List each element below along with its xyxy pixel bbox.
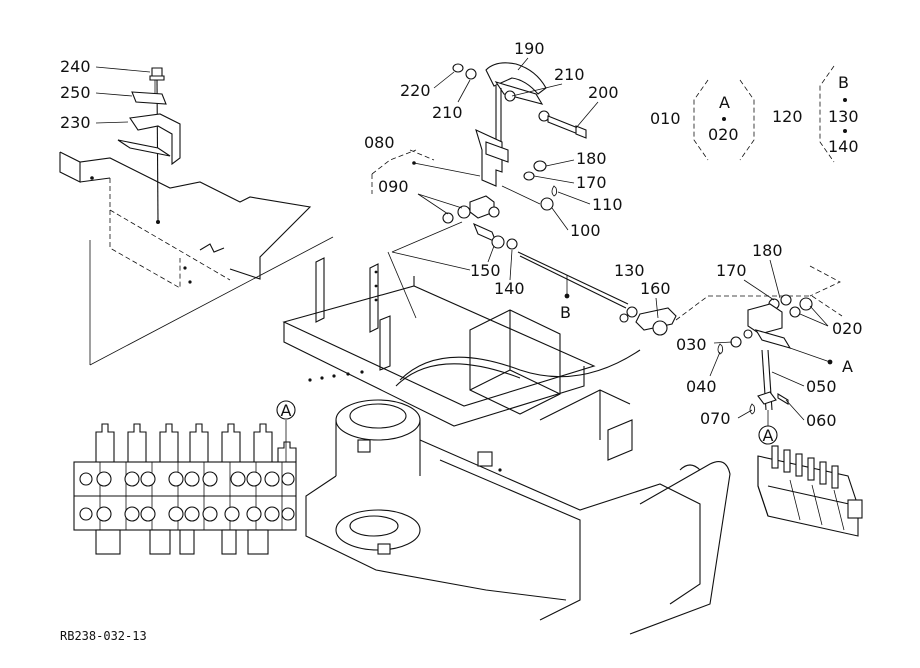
label-030: 030	[676, 335, 707, 354]
label-110: 110	[592, 195, 623, 214]
label-170a: 170	[576, 173, 607, 192]
label-130: 130	[614, 261, 645, 280]
callout-right-item-top: 130	[828, 107, 859, 126]
label-200: 200	[588, 83, 619, 102]
marker-b: B	[560, 303, 571, 322]
label-180b: 180	[752, 241, 783, 260]
callout-left: 010 A 020	[650, 79, 755, 161]
main-chassis-frame	[282, 251, 731, 635]
label-140: 140	[494, 279, 525, 298]
callout-left-letter: A	[719, 93, 730, 112]
upper-left-bracket-assembly	[59, 67, 334, 366]
label-210b: 210	[554, 65, 585, 84]
label-160: 160	[640, 279, 671, 298]
label-150: 150	[470, 261, 501, 280]
circle-marker-left: A	[276, 400, 296, 420]
control-valve-block	[757, 445, 863, 537]
callout-left-item: 020	[708, 125, 739, 144]
label-180a: 180	[576, 149, 607, 168]
svg-text:A: A	[281, 401, 292, 420]
label-100: 100	[570, 221, 601, 240]
label-220: 220	[400, 81, 431, 100]
upper-lever-assembly	[371, 62, 677, 336]
label-210a: 210	[432, 103, 463, 122]
circle-marker-right: A	[758, 425, 778, 445]
lower-left-valve-view	[73, 420, 297, 555]
callout-right-letter: B	[838, 73, 849, 92]
label-020b: 020	[832, 319, 863, 338]
callout-right: 120 B 130 140	[772, 65, 859, 163]
label-090: 090	[378, 177, 409, 196]
label-170b: 170	[716, 261, 747, 280]
callout-right-item-bottom: 140	[828, 137, 859, 156]
label-240: 240	[60, 57, 91, 76]
label-080: 080	[364, 133, 395, 152]
label-070: 070	[700, 409, 731, 428]
label-050: 050	[806, 377, 837, 396]
svg-text:A: A	[763, 426, 774, 445]
label-040: 040	[686, 377, 717, 396]
label-230: 230	[60, 113, 91, 132]
callout-left-number: 010	[650, 109, 681, 128]
label-250: 250	[60, 83, 91, 102]
marker-a: A	[842, 357, 853, 376]
part-labels: 240 250 230 190 220 210 210 200 080 180 …	[60, 39, 863, 430]
reference-code: RB238-032-13	[60, 629, 147, 643]
right-valve-linkage	[675, 265, 843, 436]
callout-right-number: 120	[772, 107, 803, 126]
label-060: 060	[806, 411, 837, 430]
label-190: 190	[514, 39, 545, 58]
